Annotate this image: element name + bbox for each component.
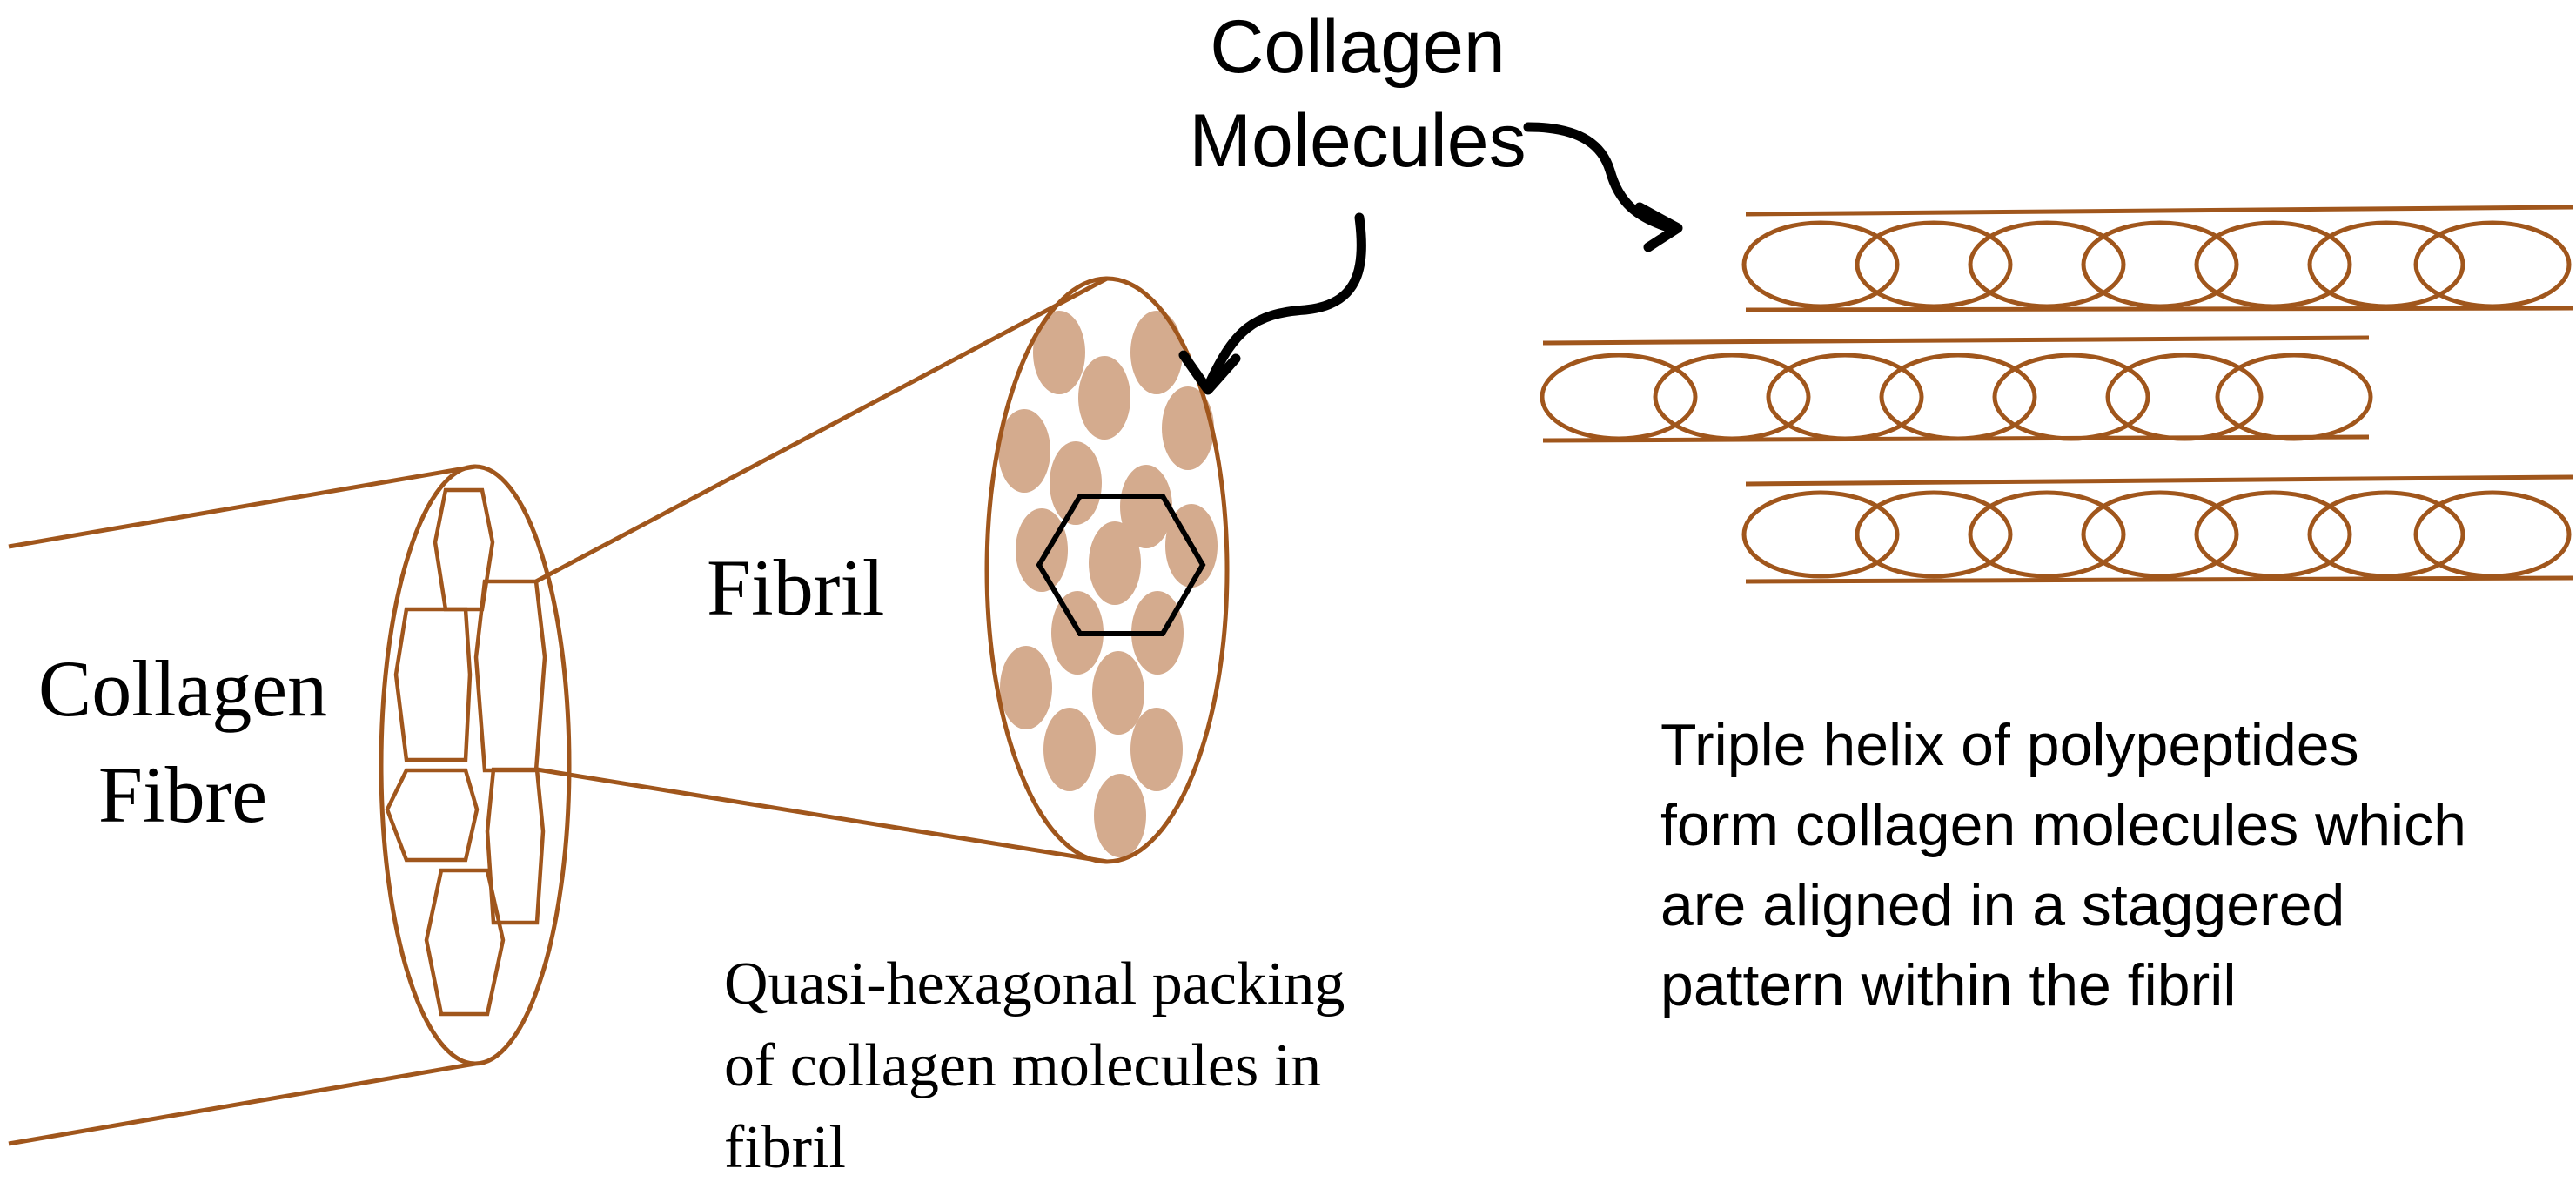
fibril-hexagon: [393, 607, 473, 762]
label-line: Collagen: [1210, 5, 1506, 89]
helix-loop: [1540, 353, 1698, 441]
fibril-cross-section: [984, 276, 1230, 864]
helix-loop: [2215, 353, 2373, 441]
curved-arrow-down-icon: [1178, 212, 1366, 395]
molecule-dot: [1130, 708, 1183, 791]
curved-arrow-right-icon: [1523, 122, 1683, 252]
fibril-hexagons: [385, 487, 547, 1017]
molecule-dot: [1050, 441, 1102, 525]
fibril-outline: [984, 276, 1230, 864]
label-line: Collagen: [37, 644, 328, 733]
molecule-dot: [1000, 646, 1052, 729]
molecule-row-bottom: [1741, 474, 2573, 584]
fibre-top-edge: [8, 464, 476, 549]
row-bottom-lower-line: [1745, 575, 2573, 584]
fibril-hexagon: [473, 579, 547, 773]
helix-loop: [1855, 220, 2013, 309]
fibril-hexagon: [424, 868, 506, 1017]
molecule-dot: [998, 409, 1050, 493]
row-top-lower-line: [1745, 306, 2573, 312]
row-bottom-upper-line: [1745, 474, 2573, 487]
molecule-row-top: [1741, 205, 2573, 312]
collagen-fibre-label: Collagen Fibre: [9, 635, 357, 848]
helix-loop: [2307, 490, 2465, 579]
caption-line: of collagen molecules in: [724, 1032, 1322, 1099]
helix-loop: [2413, 490, 2572, 579]
caption-line: Triple helix of polypeptides: [1660, 712, 2359, 778]
label-line: Molecules: [1189, 99, 1526, 183]
helix-loop: [1653, 353, 1811, 441]
hexagon-outline-icon: [1036, 494, 1206, 636]
molecule-dot: [1130, 311, 1183, 394]
molecule-dot: [1033, 311, 1085, 394]
caption-line: are aligned in a staggered: [1660, 872, 2345, 938]
curved-arrows: [1178, 122, 1683, 395]
projection-bottom-line: [536, 767, 1108, 864]
fibre-cross-section: [379, 464, 572, 1066]
helix-loop: [1766, 353, 1924, 441]
molecule-dot: [1043, 708, 1096, 791]
triple-helix-caption: Triple helix of polypeptides form collag…: [1660, 705, 2466, 1025]
row-middle-upper-line: [1542, 335, 2370, 346]
helix-loop: [2307, 220, 2465, 309]
helix-loop: [1968, 220, 2126, 309]
helix-loop: [2413, 220, 2572, 309]
helix-loop: [2194, 220, 2352, 309]
helix-loop: [1741, 220, 1900, 309]
fibril-label: Fibril: [707, 543, 885, 632]
collagen-molecules-label: Collagen Molecules: [1001, 0, 1714, 188]
molecule-dot: [1078, 356, 1130, 440]
helix-loop: [2194, 490, 2352, 579]
caption-line: fibril: [724, 1114, 846, 1181]
helix-loop: [1968, 490, 2126, 579]
fibril-projection-lines: [534, 276, 1109, 864]
molecule-dot: [1092, 651, 1144, 735]
molecule-dot: [1120, 465, 1172, 548]
helix-loop: [1741, 490, 1900, 579]
caption-line: pattern within the fibril: [1660, 952, 2237, 1018]
projection-top-line: [534, 276, 1109, 584]
helix-loop: [2105, 353, 2264, 441]
molecule-dots: [998, 311, 1218, 857]
quasi-hexagonal-caption: Quasi-hexagonal packing of collagen mole…: [724, 944, 1345, 1189]
caption-line: Quasi-hexagonal packing: [724, 951, 1345, 1018]
molecule-dot: [1162, 386, 1214, 470]
molecule-dot: [1094, 774, 1146, 857]
fibre-bottom-edge: [8, 1061, 476, 1146]
molecule-row-middle: [1540, 335, 2373, 443]
molecule-dot: [1016, 508, 1068, 592]
label-line: Fibre: [97, 750, 268, 839]
caption-line: form collagen molecules which: [1660, 792, 2466, 858]
molecule-dot: [1089, 521, 1141, 605]
row-top-upper-line: [1745, 205, 2573, 217]
helix-loop: [1855, 490, 2013, 579]
helix-loop: [2081, 220, 2239, 309]
helix-loop: [2081, 490, 2239, 579]
helix-loop: [1879, 353, 2037, 441]
fibril-hexagon: [385, 768, 480, 863]
helix-loop: [1992, 353, 2150, 441]
staggered-molecules: [1540, 205, 2573, 584]
